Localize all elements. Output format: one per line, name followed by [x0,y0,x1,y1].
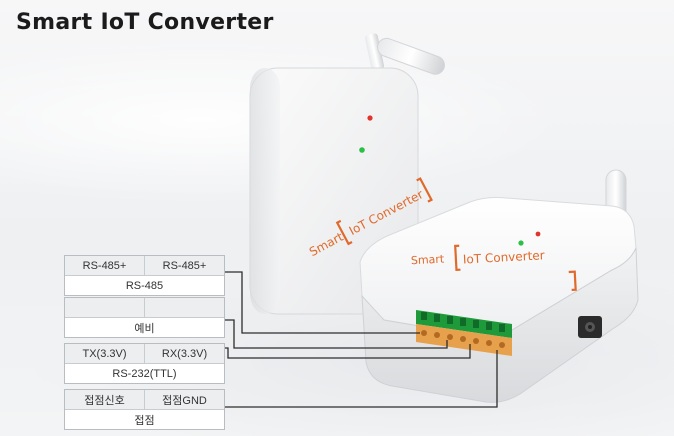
group-spare: 예비 [64,297,225,338]
cell-contact-gnd: 접점GND [145,390,224,409]
wire-rs232 [223,344,471,359]
flat-converter: Smart IoT Converter [359,169,639,403]
group-label-rs485: RS-485 [65,276,224,295]
wire-spare [223,319,448,349]
led-green-icon [359,147,365,153]
wire-contact [223,350,498,408]
led-green-icon [518,240,524,246]
led-red-icon [367,115,373,121]
cell-contact-signal: 접점신호 [65,390,145,409]
wiring [223,271,498,408]
cell-spare-1 [65,298,145,317]
group-label-spare: 예비 [65,318,224,337]
terminal-block [416,310,512,356]
cell-rs485-plus-2: RS-485+ [145,256,224,275]
led-red-icon [535,231,541,237]
group-rs485: RS-485+ RS-485+ RS-485 [64,255,225,296]
power-jack-icon [578,316,602,338]
group-label-contact: 접점 [65,410,224,429]
antenna-icon [364,33,445,75]
cell-tx: TX(3.3V) [65,344,145,363]
group-label-rs232: RS-232(TTL) [65,364,224,383]
svg-text:Smart: Smart [411,252,446,267]
wire-rs485 [223,271,420,334]
cell-rx: RX(3.3V) [145,344,224,363]
cell-rs485-plus-1: RS-485+ [65,256,145,275]
flat-device-logo: Smart IoT Converter [411,244,577,291]
cell-spare-2 [145,298,224,317]
svg-text:IoT Converter: IoT Converter [463,248,545,266]
page-title: Smart IoT Converter [16,10,274,35]
group-contact: 접점신호 접점GND 접점 [64,389,225,430]
group-rs232: TX(3.3V) RX(3.3V) RS-232(TTL) [64,343,225,384]
